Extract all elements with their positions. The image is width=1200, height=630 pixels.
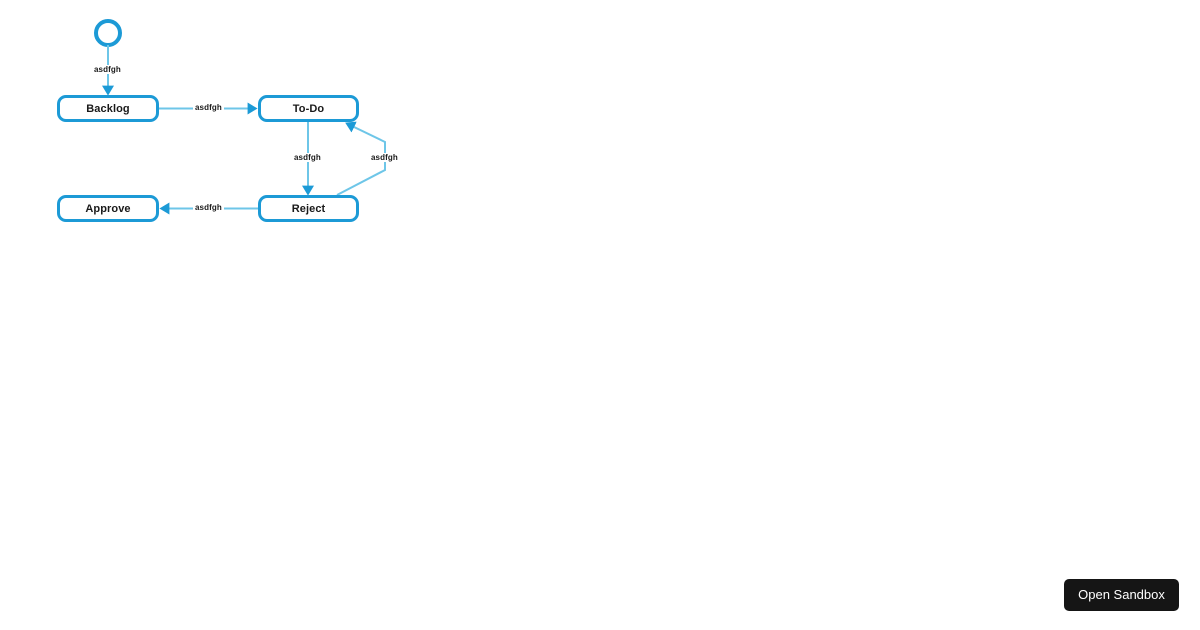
node-approve-label: Approve bbox=[85, 202, 131, 215]
start-circle[interactable] bbox=[94, 19, 122, 47]
edge-label-reject-to-approve: asdfgh bbox=[193, 203, 224, 212]
edge-label-reject-to-todo: asdfgh bbox=[369, 153, 400, 162]
edge-label-todo-to-reject: asdfgh bbox=[292, 153, 323, 162]
edge-label-start-to-backlog: asdfgh bbox=[92, 65, 123, 74]
node-reject[interactable]: Reject bbox=[258, 195, 359, 222]
node-backlog[interactable]: Backlog bbox=[57, 95, 159, 122]
open-sandbox-button[interactable]: Open Sandbox bbox=[1064, 579, 1179, 611]
node-approve[interactable]: Approve bbox=[57, 195, 159, 222]
node-todo-label: To-Do bbox=[292, 102, 325, 115]
node-todo[interactable]: To-Do bbox=[258, 95, 359, 122]
edge-label-backlog-to-todo: asdfgh bbox=[193, 103, 224, 112]
node-reject-label: Reject bbox=[291, 202, 326, 215]
node-backlog-label: Backlog bbox=[86, 102, 130, 115]
